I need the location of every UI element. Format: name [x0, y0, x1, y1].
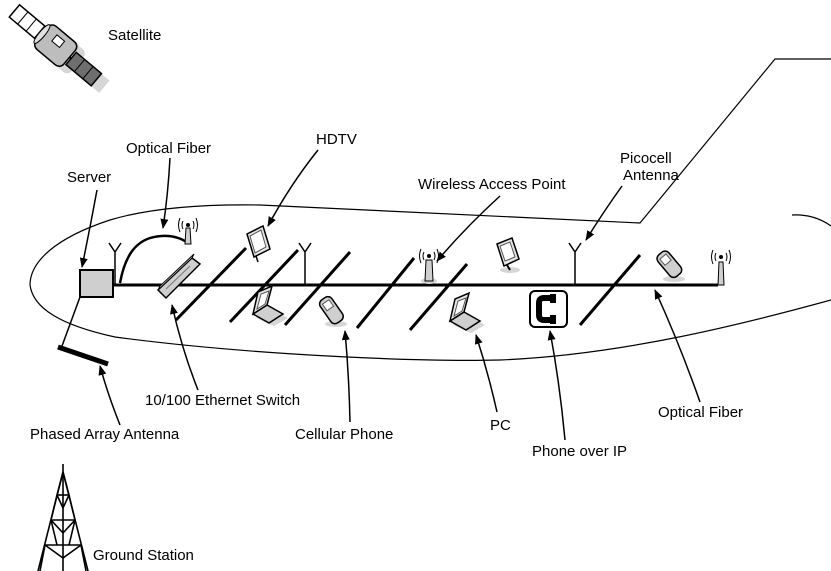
- tail-edge: [791, 214, 831, 227]
- phone-over-ip-arrow: [547, 330, 566, 441]
- laptop-icon: [251, 284, 288, 326]
- phone-over-ip-label: Phone over IP: [532, 443, 627, 460]
- aircraft-outline: [29, 58, 831, 361]
- wireless-antenna-icon: [178, 217, 198, 245]
- hdtv-icon: [246, 224, 271, 263]
- picocell-antenna-icon: [568, 242, 582, 285]
- server-icon: [79, 269, 114, 298]
- phased-array-antenna-arrow: [98, 365, 121, 426]
- hdtv-label: HDTV: [316, 131, 357, 148]
- ground-station-label: Ground Station: [93, 547, 194, 564]
- picocell-antenna-arrow: [585, 185, 623, 241]
- pc-label: PC: [490, 417, 511, 434]
- picocell-label-line1: Picocell: [620, 150, 672, 167]
- satellite-icon: [8, 3, 110, 93]
- optical-fiber-loop: [118, 234, 189, 284]
- drop-line: [283, 251, 352, 326]
- drop-line: [408, 263, 469, 331]
- cabin-drop-lines: [174, 246, 642, 331]
- wireless-access-point-icon: [419, 248, 439, 284]
- wireless-antenna-icon: [711, 249, 731, 286]
- optical-fiber-bottom-arrow: [654, 289, 701, 403]
- wireless-access-point-label: Wireless Access Point: [418, 176, 566, 193]
- phone-over-ip-icon: [529, 290, 568, 328]
- ethernet-switch-icon: [156, 253, 202, 300]
- ethernet-switch-arrow: [170, 304, 199, 391]
- ethernet-switch-label: 10/100 Ethernet Switch: [145, 392, 300, 409]
- wireless-access-point-arrow: [436, 195, 501, 262]
- phased-array-antenna-icon: [57, 344, 109, 367]
- laptop-icon: [448, 291, 485, 333]
- server-label: Server: [67, 169, 111, 186]
- ground-station-icon: [37, 464, 89, 571]
- cellular-phone-label: Cellular Phone: [295, 426, 393, 443]
- fuselage-top-and-tail-fin: [29, 58, 831, 286]
- drop-line: [578, 254, 642, 326]
- cell-phone-icon: [656, 250, 685, 282]
- picocell-label-line2: Antenna: [623, 167, 680, 184]
- callout-arrows: [79, 149, 701, 441]
- pc-arrow: [474, 334, 498, 413]
- cellular-phone-arrow: [341, 330, 351, 423]
- pc-monitor-icon: [496, 237, 520, 273]
- optical-fiber-top-arrow: [160, 157, 171, 229]
- server-arrow: [79, 189, 98, 268]
- drop-line: [355, 257, 416, 329]
- optical-fiber-bottom-label: Optical Fiber: [658, 404, 743, 421]
- antenna-cable: [61, 296, 81, 347]
- satellite-label: Satellite: [108, 27, 161, 44]
- phased-array-antenna-label: Phased Array Antenna: [30, 426, 180, 443]
- cell-phone-icon: [318, 295, 347, 327]
- hdtv-arrow: [267, 149, 319, 227]
- fuselage-bottom: [29, 284, 831, 361]
- antenna-icon: [298, 242, 312, 285]
- optical-fiber-top-label: Optical Fiber: [126, 140, 211, 157]
- antenna-icon: [108, 242, 122, 285]
